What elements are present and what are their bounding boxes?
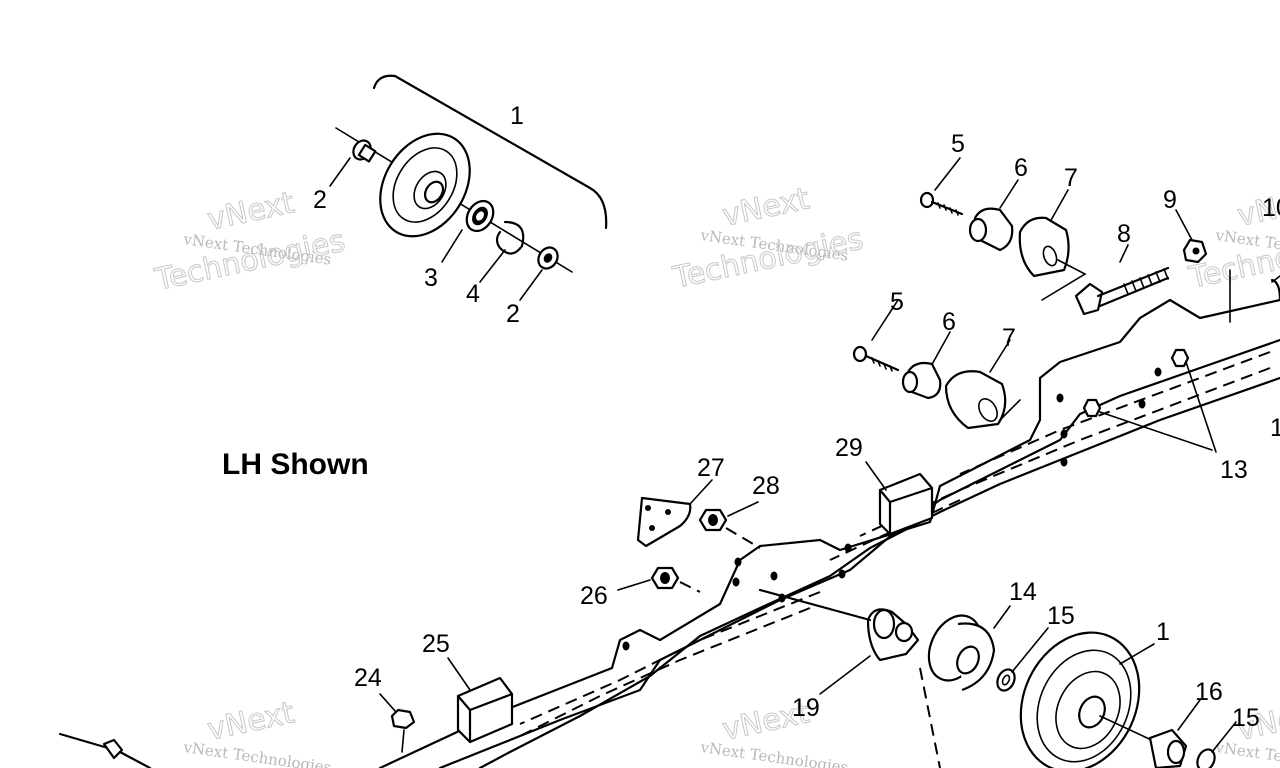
- wear-pad-29: [865, 461, 934, 536]
- svg-text:vNext Technologies: vNext Technologies: [698, 738, 849, 768]
- long-bolt-part: [1074, 266, 1170, 316]
- callout-5: 5: [890, 288, 904, 316]
- callout-5: 5: [951, 130, 965, 158]
- spacer-part: [352, 139, 377, 163]
- nut-part-28: [698, 501, 761, 549]
- callout-1: 1: [1156, 618, 1170, 646]
- callout-24: 24: [354, 664, 382, 692]
- wheel-part-1b: [1019, 631, 1161, 768]
- callout-4: 4: [466, 280, 480, 308]
- assembly-bracket: [372, 74, 608, 230]
- rail-holes: [622, 367, 1162, 651]
- callout-15: 15: [1047, 602, 1075, 630]
- snap-ring-part: [495, 220, 525, 255]
- bearing-part: [465, 199, 495, 233]
- callout-8: 8: [1117, 220, 1131, 248]
- callout-3: 3: [424, 264, 438, 292]
- callout-1: 1: [1270, 414, 1280, 442]
- washer-part-15b: [1196, 721, 1237, 768]
- wear-block-part-upper: [1018, 216, 1087, 301]
- svg-text:vNext: vNext: [204, 695, 297, 748]
- bushing-part-lower: [901, 361, 942, 400]
- svg-text:Technologies: Technologies: [669, 222, 866, 297]
- washer-part-15a: [996, 627, 1049, 692]
- slide-rail: [378, 269, 1280, 768]
- watermark-bottom-center: vNext Technologies vNext: [698, 695, 849, 768]
- callout-7: 7: [1002, 324, 1016, 352]
- callout-15: 15: [1232, 704, 1260, 732]
- callout-16: 16: [1195, 678, 1223, 706]
- idler-wheel-part: [379, 132, 471, 238]
- svg-text:vNext: vNext: [204, 185, 297, 238]
- callout-2: 2: [506, 300, 520, 328]
- callout-6: 6: [942, 308, 956, 336]
- watermark-top-center: vNext Technologies vNext Technologies: [669, 181, 867, 297]
- callout-14: 14: [1009, 578, 1037, 606]
- nut-part-24: [379, 693, 416, 753]
- callout-25: 25: [422, 630, 450, 658]
- idler-wheel-assembly: [329, 74, 608, 301]
- spacer-part-16: [1148, 699, 1201, 768]
- lower-bolt-set: [852, 299, 1021, 430]
- nut-part-9: [1182, 238, 1208, 264]
- bolt-part-upper: [919, 191, 964, 216]
- rail-end-bolt: [58, 732, 152, 768]
- upper-bolt-set: [919, 157, 1208, 316]
- callout-6: 6: [1014, 154, 1028, 182]
- watermark-bottom-left: vNext Technologies vNext: [181, 695, 332, 768]
- callout-29: 29: [835, 434, 863, 462]
- callout-10: 10: [1262, 194, 1280, 222]
- callout-19: 19: [792, 694, 820, 722]
- callout-27: 27: [697, 454, 725, 482]
- callouts: 1 2 3 4 2 5 6 7 8 9 10 5 6 7 13 1 27 28 …: [313, 102, 1280, 732]
- bushing-part-upper: [968, 207, 1014, 252]
- callout-13: 13: [1220, 456, 1248, 484]
- plate-part-27: [636, 479, 713, 548]
- nut-part-13: [1082, 348, 1217, 453]
- svg-text:vNext Technologies: vNext Technologies: [181, 738, 332, 768]
- svg-text:Technologies: Technologies: [151, 224, 348, 299]
- bolt-part-lower: [852, 345, 900, 372]
- callout-7: 7: [1064, 164, 1078, 192]
- nut-part-26: [617, 566, 701, 593]
- svg-text:vNext: vNext: [719, 181, 812, 234]
- axle-bracket-part-19: [758, 588, 941, 768]
- callout-26: 26: [580, 582, 608, 610]
- callout-2: 2: [313, 186, 327, 214]
- spacer-part-right: [537, 246, 559, 270]
- wear-pad-25: [447, 657, 514, 744]
- callout-9: 9: [1163, 186, 1177, 214]
- spacer-part-14: [927, 605, 1011, 692]
- callout-1: 1: [510, 102, 524, 130]
- callout-28: 28: [752, 472, 780, 500]
- view-label: LH Shown: [222, 448, 369, 481]
- wear-block-part-lower: [944, 370, 1021, 430]
